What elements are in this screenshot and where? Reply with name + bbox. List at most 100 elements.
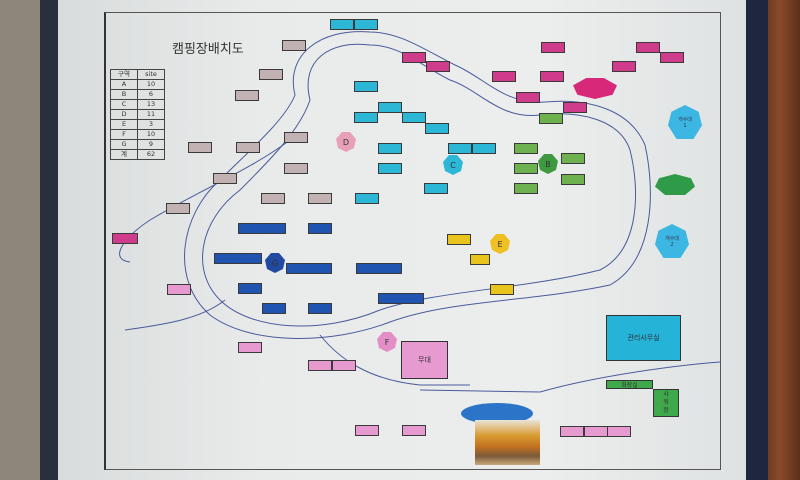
cell: 계 bbox=[110, 149, 138, 160]
sink-1: 개수대 1 bbox=[668, 105, 702, 139]
campsite-mag bbox=[112, 233, 138, 244]
cell: D bbox=[110, 109, 138, 120]
campsite-gray bbox=[259, 69, 283, 80]
table-header: 구역 bbox=[110, 69, 138, 80]
campsite-yellow bbox=[447, 234, 471, 245]
campsite-yellow bbox=[490, 284, 514, 295]
zone-marker-g: G bbox=[265, 253, 285, 273]
campsite-cyan bbox=[378, 143, 402, 154]
zone-marker-f: F bbox=[377, 332, 397, 352]
zone-marker-b: B bbox=[538, 154, 558, 174]
campsite-gray bbox=[282, 40, 306, 51]
road-inner bbox=[202, 43, 637, 327]
campsite-green bbox=[514, 183, 538, 194]
campsite-blue bbox=[378, 293, 424, 304]
campsite-pink bbox=[607, 426, 631, 437]
campsite-green bbox=[514, 163, 538, 174]
trail-west bbox=[119, 139, 291, 263]
cell: E bbox=[110, 119, 138, 130]
zone-letter: C bbox=[450, 160, 456, 170]
campsite-cyan bbox=[354, 112, 378, 123]
cell: 13 bbox=[137, 99, 165, 110]
campsite-mag bbox=[402, 52, 426, 63]
campsite-gray bbox=[235, 90, 259, 101]
office-building: 관리사무실 bbox=[606, 315, 681, 361]
map-title: 캠핑장배치도 bbox=[172, 42, 244, 57]
campsite-mag bbox=[426, 61, 450, 72]
campsite-gray bbox=[284, 132, 308, 143]
cell: B bbox=[110, 89, 138, 100]
trail-southwest bbox=[124, 299, 226, 331]
green-facility bbox=[655, 174, 695, 195]
campsite-green bbox=[561, 174, 585, 185]
campsite-pink bbox=[560, 426, 584, 437]
campsite-cyan bbox=[354, 81, 378, 92]
cell: F bbox=[110, 129, 138, 140]
campsite-cyan bbox=[355, 193, 379, 204]
cell: 62 bbox=[137, 149, 165, 160]
zone-marker-a: A bbox=[573, 78, 617, 99]
campsite-blue bbox=[238, 223, 286, 234]
campsite-cyan bbox=[378, 102, 402, 113]
campsite-blue bbox=[308, 223, 332, 234]
campsite-mag bbox=[541, 42, 565, 53]
stage: 무대 bbox=[401, 341, 448, 379]
campsite-blue bbox=[262, 303, 286, 314]
campsite-blue bbox=[286, 263, 332, 274]
campsite-gray bbox=[261, 193, 285, 204]
campsite-mag bbox=[516, 92, 540, 103]
campsite-blue bbox=[238, 283, 262, 294]
campsite-pink bbox=[402, 425, 426, 436]
campsite-cyan bbox=[330, 19, 354, 30]
board-edge bbox=[742, 0, 768, 480]
map-sheet bbox=[58, 0, 746, 480]
campsite-mag bbox=[563, 102, 587, 113]
zone-letter: D bbox=[342, 137, 350, 147]
table-header: site bbox=[137, 69, 165, 80]
campsite-pink bbox=[167, 284, 191, 295]
campsite-mag bbox=[636, 42, 660, 53]
zone-marker-e: E bbox=[490, 234, 510, 254]
zone-letter: E bbox=[497, 239, 503, 249]
campsite-cyan bbox=[354, 19, 378, 30]
campsite-pink bbox=[332, 360, 356, 371]
campsite-gray bbox=[308, 193, 332, 204]
campsite-gray bbox=[213, 173, 237, 184]
campsite-mag bbox=[492, 71, 516, 82]
zone-marker-c: C bbox=[443, 155, 463, 175]
sink-2: 개수대 2 bbox=[655, 224, 689, 258]
campsite-mag bbox=[540, 71, 564, 82]
campsite-blue bbox=[356, 263, 402, 274]
campsite-cyan bbox=[378, 163, 402, 174]
cell: 11 bbox=[137, 109, 165, 120]
cell: G bbox=[110, 139, 138, 150]
cell: C bbox=[110, 99, 138, 110]
road-south bbox=[319, 334, 721, 393]
campsite-pink bbox=[238, 342, 262, 353]
campsite-cyan bbox=[425, 123, 449, 134]
campsite-blue bbox=[214, 253, 262, 264]
campsite-gray bbox=[284, 163, 308, 174]
cell: 10 bbox=[137, 79, 165, 90]
map-frame bbox=[104, 12, 721, 470]
zone-letter: F bbox=[384, 337, 390, 347]
campsite-cyan bbox=[424, 183, 448, 194]
speech-bubble bbox=[461, 403, 533, 424]
cell: 9 bbox=[137, 139, 165, 150]
campsite-gray bbox=[166, 203, 190, 214]
campsite-mag bbox=[660, 52, 684, 63]
wooden-surface bbox=[766, 0, 800, 480]
restroom: 화장실 bbox=[606, 380, 653, 389]
zone-letter: G bbox=[271, 258, 279, 268]
campsite-pink bbox=[584, 426, 608, 437]
campsite-green bbox=[514, 143, 538, 154]
campsite-yellow bbox=[470, 254, 490, 265]
shower-room: 샤워장 bbox=[653, 389, 679, 417]
